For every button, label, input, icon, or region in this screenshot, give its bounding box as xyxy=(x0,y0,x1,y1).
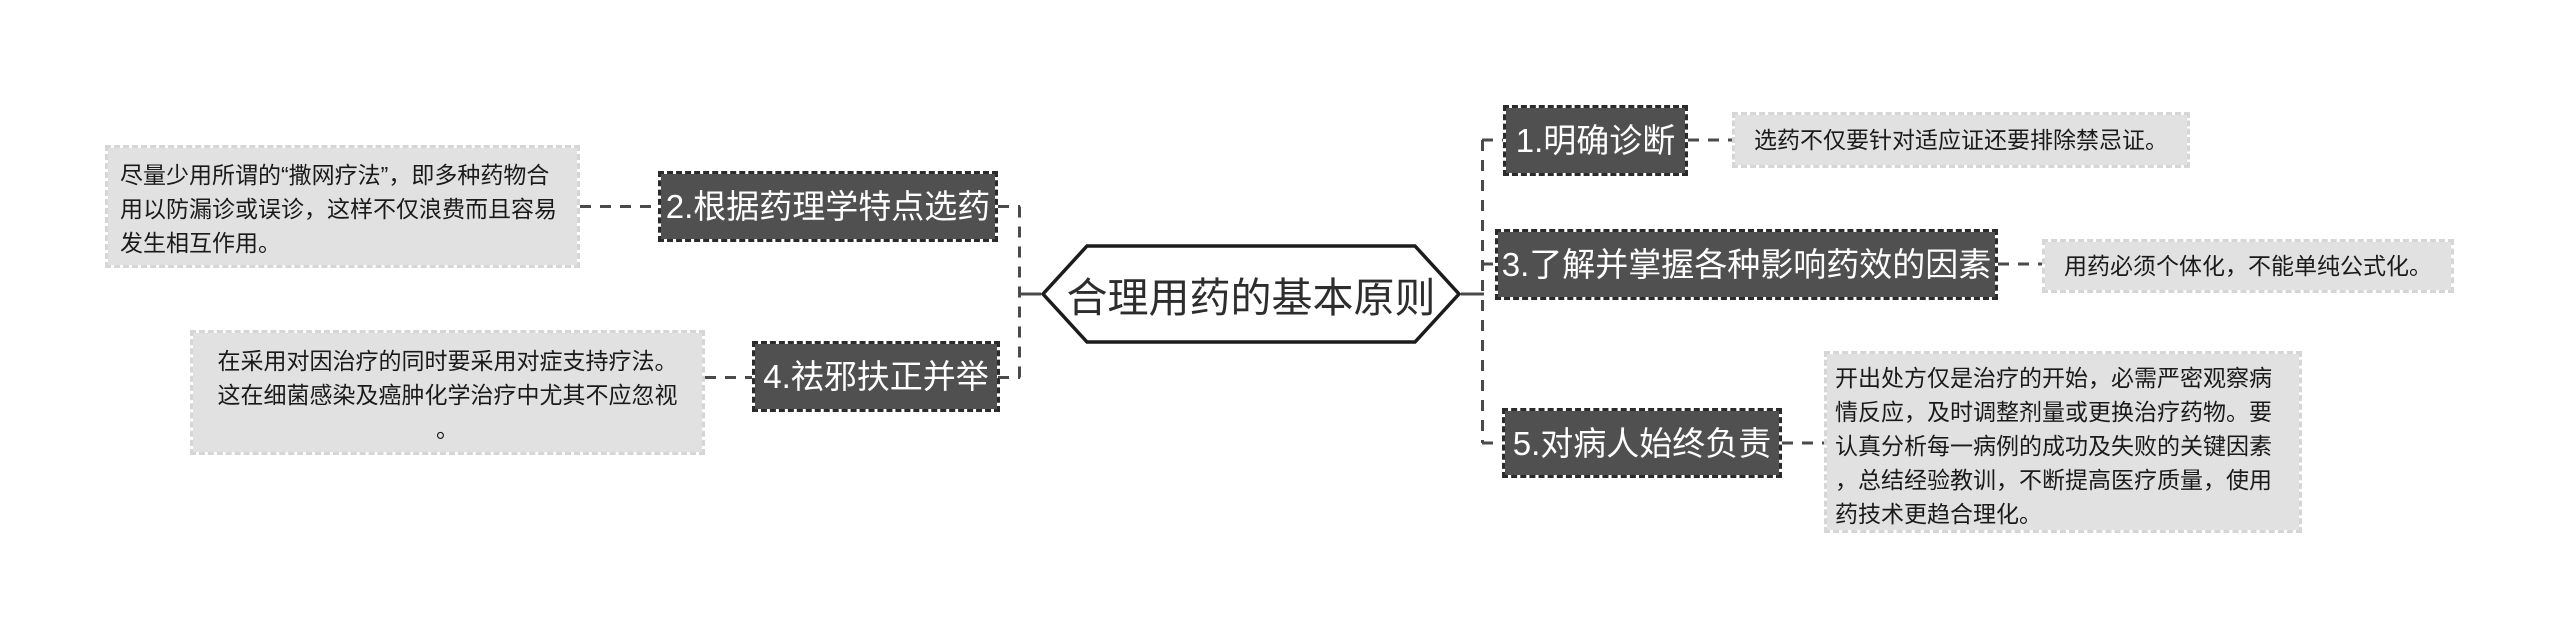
node-5-responsible-for-patient[interactable]: 5.对病人始终负责 xyxy=(1502,408,1782,478)
central-topic-label: 合理用药的基本原则 xyxy=(1066,275,1436,321)
note-prescription-followup[interactable]: 开出处方仅是治疗的开始，必需严密观察病情反应，及时调整剂量或更换治疗药物。要认真… xyxy=(1824,351,2302,533)
node-4-dispel-evil-support-right[interactable]: 4.祛邪扶正并举 xyxy=(752,341,1000,412)
note-select-by-pharmacology[interactable]: 尽量少用所谓的“撒网疗法”，即多种药物合用以防漏诊或误诊，这样不仅浪费而且容易发… xyxy=(105,145,580,268)
node-2-select-drug-by-pharmacology[interactable]: 2.根据药理学特点选药 xyxy=(658,171,998,242)
note-symptomatic-support[interactable]: 在采用对因治疗的同时要采用对症支持疗法。这在细菌感染及癌肿化学治疗中尤其不应忽视… xyxy=(190,330,705,455)
node-3-factors-affecting-efficacy[interactable]: 3.了解并掌握各种影响药效的因素 xyxy=(1495,229,1998,300)
hexagon-shape xyxy=(1040,244,1462,344)
note-individualized-medication[interactable]: 用药必须个体化，不能单纯公式化。 xyxy=(2042,239,2454,293)
node-1-clear-diagnosis[interactable]: 1.明确诊断 xyxy=(1503,105,1688,176)
note-indication-contraindication[interactable]: 选药不仅要针对适应证还要排除禁忌证。 xyxy=(1732,112,2190,168)
central-topic[interactable]: 合理用药的基本原则 xyxy=(1040,243,1462,345)
